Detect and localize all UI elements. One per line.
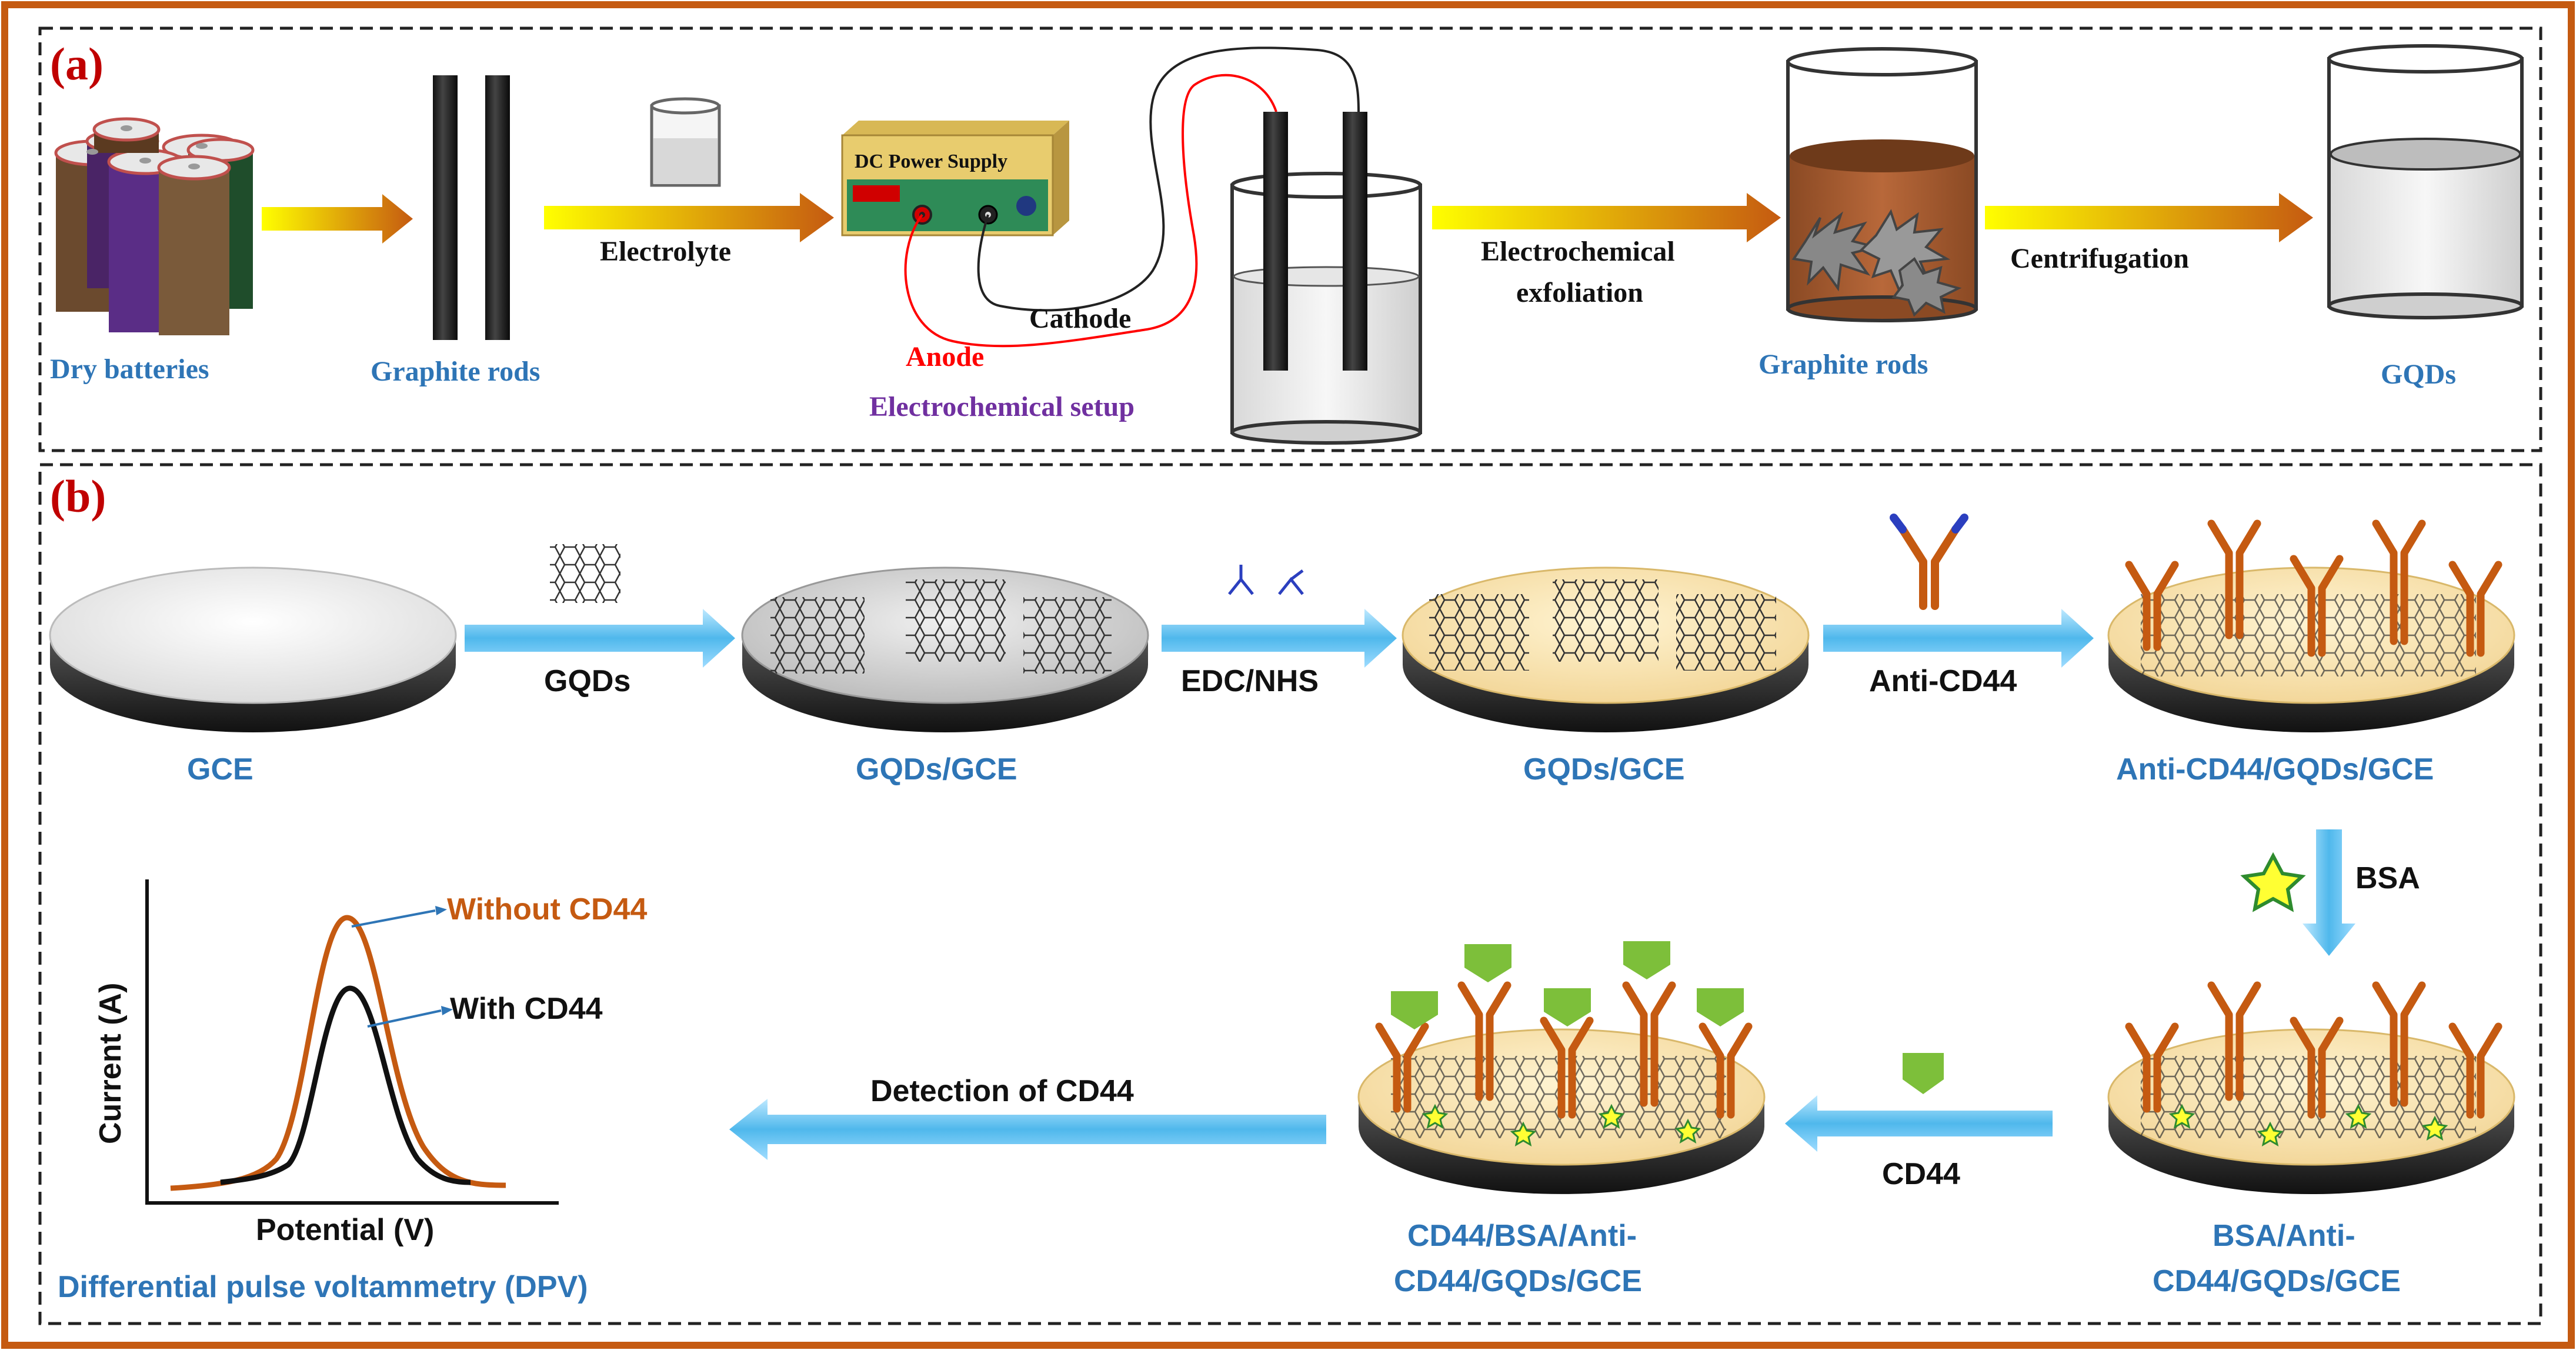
power-supply-label: DC Power Supply	[855, 151, 1007, 172]
arrow-batteries-to-rods	[262, 194, 413, 244]
arrow-electrolyte	[544, 193, 834, 242]
step-anti-label: Anti-CD44	[1869, 664, 2017, 698]
graphite-rods-label-1: Graphite rods	[371, 356, 540, 387]
panel-b-label: (b)	[50, 471, 106, 522]
dpv-caption: Differential pulse voltammetry (DPV)	[58, 1270, 588, 1304]
centrifugation-label: Centrifugation	[2010, 243, 2189, 274]
dpv-plot	[145, 879, 559, 1205]
arrow-bsa	[2303, 829, 2355, 956]
arrow-edc-nhs	[1162, 609, 1397, 668]
panel-a-border	[38, 26, 2542, 452]
legend-without-cd44: Without CD44	[447, 892, 647, 926]
legend-with-cd44: With CD44	[450, 992, 603, 1026]
arrow-detection	[729, 1099, 1326, 1160]
electrolyte-label: Electrolyte	[600, 236, 731, 267]
dpv-x-axis-label: Potential (V)	[256, 1213, 434, 1247]
step-gqds-label: GQDs	[544, 664, 630, 698]
step-bsa-label: BSA	[2355, 861, 2420, 895]
anti-gce-label: Anti-CD44/GQDs/GCE	[2116, 752, 2434, 786]
bsa-gce-label-line2: CD44/GQDs/GCE	[2153, 1264, 2401, 1298]
dpv-y-axis-label: Current (A)	[94, 983, 128, 1144]
anode-wire	[904, 74, 1277, 348]
arrow-centrifugation	[1985, 193, 2313, 242]
graphite-rod-2	[485, 75, 510, 340]
arrow-exfoliation	[1432, 193, 1781, 242]
cathode-wire	[977, 46, 1360, 312]
exfoliated-graphite-beaker-icon	[1786, 47, 1978, 322]
gqds-gce-label-1: GQDs/GCE	[856, 752, 1017, 786]
cd44-gce-label-line1: CD44/BSA/Anti-	[1407, 1219, 1637, 1253]
gce-label: GCE	[187, 752, 253, 786]
panel-a-label: (a)	[50, 38, 104, 89]
dc-power-supply-icon	[841, 121, 1069, 236]
cd44-gce-label-line2: CD44/GQDs/GCE	[1394, 1264, 1642, 1298]
arrow-anti-cd44	[1823, 609, 2094, 668]
bsa-star-icon	[2240, 852, 2306, 912]
arrow-add-gqds	[465, 609, 735, 668]
anti-cd44-antibody-icon	[1890, 514, 1968, 610]
detection-label: Detection of CD44	[870, 1074, 1134, 1108]
step-cd44-label: CD44	[1882, 1157, 1960, 1191]
exfoliation-label-line2: exfoliation	[1516, 277, 1643, 308]
anti-cd44-gqds-gce-electrode-icon	[2107, 519, 2515, 732]
gqd-sheet-icon	[550, 544, 620, 603]
panel-b-border	[38, 463, 2542, 1325]
activated-gqds-gce-electrode-icon	[1402, 566, 1810, 732]
graphite-rod-1	[433, 75, 458, 340]
gqds-label-a: GQDs	[2381, 359, 2456, 390]
dry-batteries-icon	[54, 117, 255, 335]
dry-batteries-label: Dry batteries	[50, 354, 209, 385]
exfoliation-label-line1: Electrochemical	[1481, 236, 1675, 267]
arrow-cd44	[1785, 1095, 2053, 1152]
step-edc-label: EDC/NHS	[1181, 664, 1319, 698]
bsa-gce-label-line1: BSA/Anti-	[2213, 1219, 2355, 1253]
cathode-label: Cathode	[1029, 303, 1131, 334]
gce-electrode-icon	[49, 566, 457, 732]
dpv-curve-without-cd44	[170, 915, 506, 1191]
graphite-rods-label-2: Graphite rods	[1759, 349, 1928, 380]
electrochemical-cell-icon	[1230, 112, 1422, 445]
anode-label: Anode	[906, 341, 984, 372]
gqds-gce-electrode-icon	[741, 566, 1149, 732]
gqds-gce-label-2: GQDs/GCE	[1523, 752, 1685, 786]
electrochemical-setup-label: Electrochemical setup	[869, 391, 1134, 422]
cd44-bsa-anti-cd44-gce-electrode-icon	[1357, 941, 1766, 1194]
bsa-anti-cd44-gce-electrode-icon	[2107, 981, 2515, 1194]
cd44-antigen-icon	[1903, 1053, 1944, 1094]
edc-nhs-molecule-icon	[1228, 565, 1304, 595]
electrolyte-beaker-icon	[650, 97, 721, 187]
dpv-curve-with-cd44	[220, 985, 471, 1185]
gqds-beaker-icon	[2327, 44, 2524, 319]
